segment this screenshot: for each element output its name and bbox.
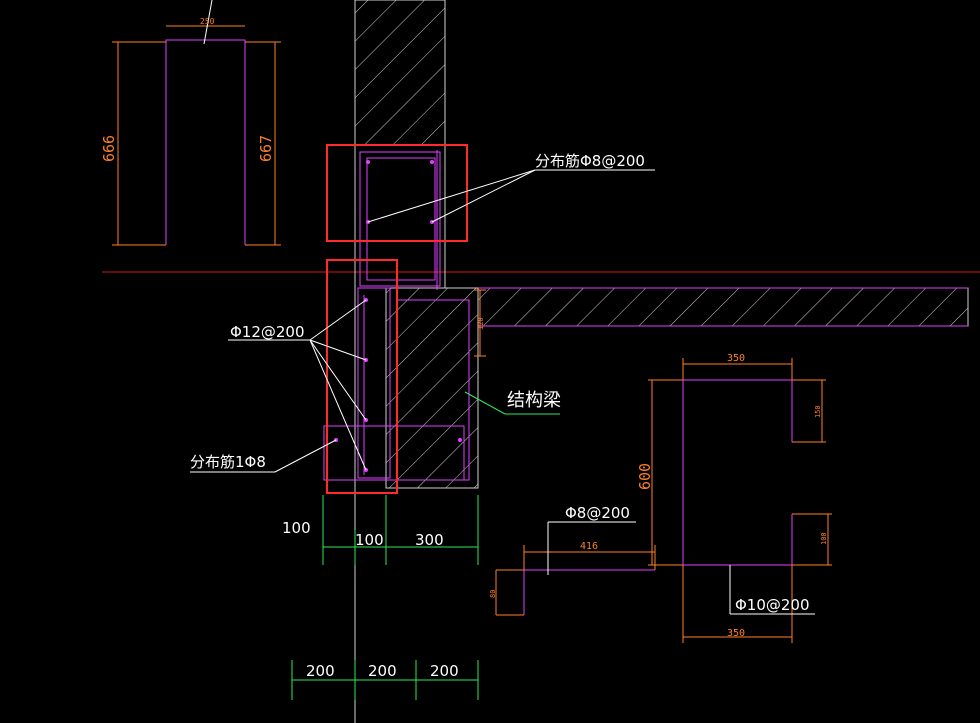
right-bottom-350-label: 350 [727, 628, 745, 639]
slab-thickness-dim [474, 289, 486, 357]
dim-100: 100 [355, 531, 384, 549]
dim-100-outer: 100 [282, 519, 311, 537]
slab-thickness-label: 120 [477, 317, 485, 330]
green-dims-row2 [291, 660, 479, 700]
right-small-top-label: 150 [814, 405, 822, 418]
top-left-u-bar [112, 0, 281, 246]
green-dims-row1 [322, 495, 479, 565]
right-height-600-label: 600 [636, 463, 654, 490]
hook-short-left-label: 80 [489, 590, 497, 598]
right-top-350-label: 350 [727, 353, 745, 364]
dist-bar-top-label: 分布筋Φ8@200 [535, 152, 645, 170]
wall-column [354, 0, 446, 146]
right-small-bottom-label: 100 [820, 532, 828, 545]
upper-rebar-cage [359, 150, 441, 290]
top-bar-width-label: 250 [200, 17, 215, 26]
main-bar-label: Φ12@200 [230, 323, 305, 341]
hook-416-label: 416 [580, 541, 598, 552]
lower-rebar-cage [323, 287, 465, 481]
leader-structural-beam [464, 391, 560, 415]
structural-beam-label: 结构梁 [507, 390, 561, 411]
highlight-box-top [326, 144, 468, 242]
dim-200-c: 200 [430, 662, 459, 680]
left-bar-height-a: 666 [100, 135, 118, 162]
leader-dist-bar-top [367, 169, 655, 223]
left-bar-height-b: 667 [257, 135, 275, 162]
stirrup-spacing-left-label: Φ8@200 [565, 504, 630, 522]
dim-300: 300 [415, 531, 444, 549]
leader-main-bar [228, 299, 367, 471]
right-c-bar [648, 358, 832, 643]
leader-dist-bar-bottom [190, 439, 337, 473]
dim-200-a: 200 [306, 662, 335, 680]
right-bar-label: Φ10@200 [735, 596, 810, 614]
dist-bar-bottom-label: 分布筋1Φ8 [190, 453, 266, 471]
highlight-box-bottom [326, 259, 398, 494]
hook-bar-416 [495, 521, 656, 616]
beam [385, 287, 479, 489]
slab [477, 287, 969, 327]
dim-200-b: 200 [368, 662, 397, 680]
